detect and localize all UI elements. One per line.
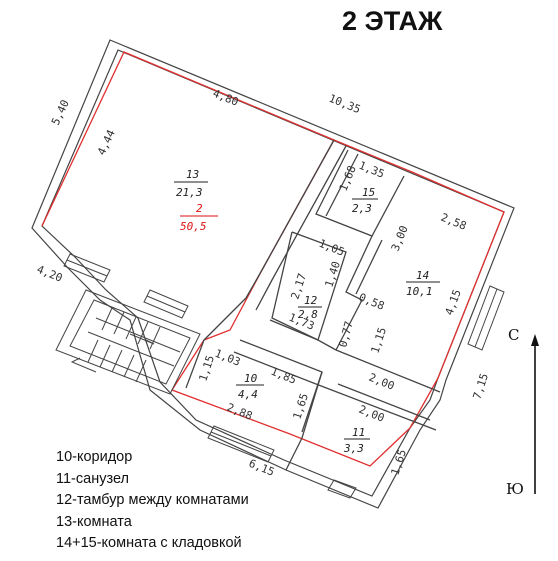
dim-1-05: 1,05 — [317, 237, 346, 259]
room-12-number: 12 — [304, 294, 318, 307]
dim-1-15-a: 1,15 — [368, 326, 389, 355]
windows — [63, 253, 505, 499]
legend: 10-коридор 11-санузел 12-тамбур между ко… — [56, 447, 249, 555]
compass: С Ю — [506, 326, 539, 498]
room-15-number: 15 — [362, 186, 375, 199]
room-11-area: 3,3 — [343, 442, 364, 455]
north-arrow-icon — [531, 334, 539, 346]
dim-4-15: 4,15 — [443, 288, 464, 317]
compass-south-label: Ю — [506, 480, 524, 498]
room-13-total-area: 50,5 — [180, 220, 207, 233]
room-10-number: 10 — [244, 372, 258, 385]
dim-3-00: 3,00 — [389, 224, 411, 253]
room-15-area: 2,3 — [352, 202, 372, 215]
room-labels: 13 21,3 2 50,5 15 2,3 14 10,1 12 2,8 10 … — [174, 168, 440, 455]
dim-7-15: 7,15 — [470, 372, 491, 401]
dim-4-44: 4,44 — [95, 127, 118, 157]
dim-1-65-b: 1,65 — [388, 448, 409, 477]
dim-5-40: 5,40 — [49, 98, 72, 128]
legend-item: 13-комната — [56, 513, 132, 530]
room-12-area: 2,8 — [298, 308, 318, 321]
compass-north-label: С — [508, 326, 519, 344]
dim-0-58: 0,58 — [357, 291, 386, 313]
room-13-number: 13 — [186, 168, 199, 181]
dim-1-68: 1,68 — [337, 164, 359, 193]
legend-item: 10-коридор — [56, 449, 133, 465]
stair-block — [55, 289, 201, 395]
dim-6-15: 6,15 — [247, 457, 276, 479]
dim-4-20: 4,20 — [35, 263, 64, 285]
room-14-number: 14 — [416, 269, 429, 282]
dim-2-88: 2,88 — [225, 401, 254, 423]
dim-2-00-b: 2,00 — [357, 403, 386, 425]
dim-2-58: 2,58 — [439, 211, 468, 233]
dim-1-03: 1,03 — [213, 347, 242, 369]
interior-walls — [185, 139, 441, 471]
legend-item: 12-тамбур между комнатами — [56, 492, 249, 508]
dim-2-00-a: 2,00 — [367, 371, 396, 393]
dim-1-40: 1,40 — [322, 260, 343, 289]
floor-title: 2 ЭТАЖ — [342, 6, 443, 36]
room-13-area: 21,3 — [176, 186, 203, 199]
room-11-number: 11 — [352, 426, 365, 439]
lower-red-outline — [171, 339, 411, 467]
dimension-labels: 5,40 4,80 10,35 4,44 4,20 1,35 1,68 2,58… — [35, 87, 491, 479]
dim-1-85: 1,85 — [269, 365, 298, 387]
dim-4-80: 4,80 — [211, 87, 240, 109]
dim-10-35: 10,35 — [327, 92, 363, 116]
outer-walls — [31, 39, 515, 509]
room-10-area: 4,4 — [238, 388, 258, 401]
dim-0-77: 0,77 — [336, 320, 355, 349]
legend-item: 14+15-комната с кладовкой — [56, 535, 242, 551]
dim-1-35: 1,35 — [357, 159, 386, 181]
dim-1-15-b: 1,15 — [196, 354, 217, 383]
room-14-area: 10,1 — [406, 285, 433, 298]
room-13-total-number: 2 — [196, 202, 203, 215]
right-red-outline — [333, 139, 505, 429]
legend-item: 11-санузел — [56, 470, 129, 487]
